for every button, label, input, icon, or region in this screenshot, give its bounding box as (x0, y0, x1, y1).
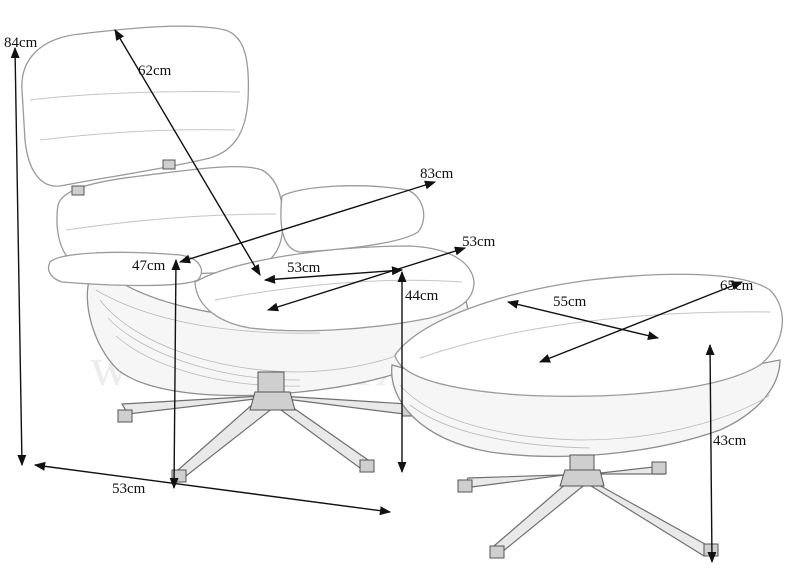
label-seat-width: 53cm (462, 234, 496, 250)
dim-line-ottoman-length (538, 281, 744, 363)
label-chair-height: 84cm (4, 35, 38, 51)
dimension-lines (10, 29, 744, 564)
chair-base (117, 391, 417, 483)
label-base-depth: 53cm (112, 481, 146, 497)
dim-line-base-depth (33, 461, 392, 516)
back-connector-left (71, 185, 85, 196)
label-armrest-width: 83cm (420, 166, 454, 182)
armrest-right (280, 185, 425, 253)
label-seat-depth: 53cm (287, 260, 321, 276)
label-ottoman-length: 65cm (720, 278, 754, 294)
label-ottoman-width: 55cm (553, 294, 587, 310)
dim-line-armrest-width (178, 180, 437, 264)
label-seat-height: 47cm (132, 258, 166, 274)
dim-line-chair-height (10, 46, 27, 467)
ottoman (391, 273, 783, 559)
armrest-left (47, 251, 203, 287)
dim-line-seat-width (266, 246, 467, 312)
dim-line-ottoman-height (705, 343, 717, 564)
dim-line-seat-height (169, 258, 181, 490)
dimension-labels: 84cm 62cm 83cm 47cm 53cm 53cm 44cm 53cm … (4, 35, 754, 497)
label-backrest-height: 62cm (138, 63, 172, 79)
label-seat-front-height: 44cm (405, 288, 439, 304)
back-connector-right (162, 159, 176, 170)
ottoman-base (457, 461, 719, 559)
headrest-cushion (21, 25, 250, 187)
label-ottoman-height: 43cm (713, 433, 747, 449)
